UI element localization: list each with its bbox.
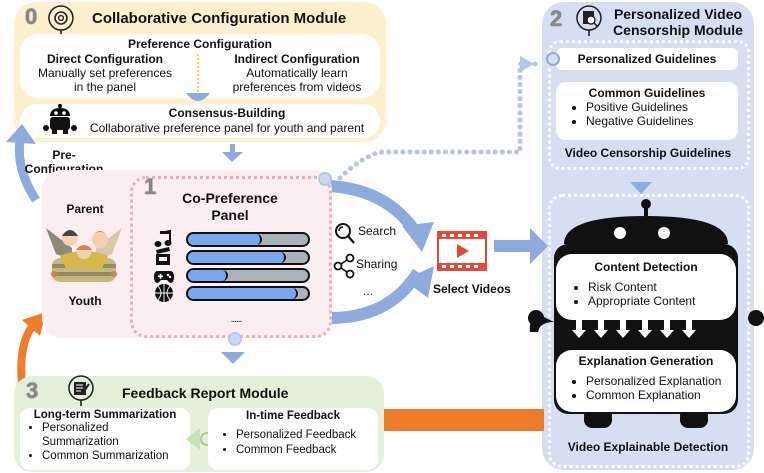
explanation-generation-box: Explanation Generation Personalized Expl…: [556, 350, 736, 412]
robot-icon: [43, 104, 77, 134]
youth-label: Youth: [68, 294, 102, 308]
panel-title-line2: Panel: [211, 207, 249, 223]
detection-dotted-frame: [548, 194, 750, 468]
in-time-feedback-title: In-time Feedback: [246, 410, 340, 422]
content-detection-item: Risk Content: [588, 280, 736, 294]
sharing-label[interactable]: Sharing: [356, 257, 398, 271]
content-detection-title: Content Detection: [594, 260, 698, 274]
direct-configuration-title: Direct Configuration: [47, 52, 163, 66]
long-term-item: Common Summarization: [42, 449, 190, 463]
direct-configuration: Direct Configuration Manually set prefer…: [30, 52, 180, 94]
module2-title-line2: Censorship Module: [613, 22, 743, 38]
common-guideline-item: Negative Guidelines: [586, 114, 738, 128]
long-term-summarization-title: Long-term Summarization: [33, 409, 177, 421]
down-arrow-head: [630, 182, 652, 194]
explanation-generation-item: Common Explanation: [586, 388, 736, 402]
preference-slider[interactable]: [186, 286, 310, 301]
down-arrow-head: [186, 93, 210, 101]
content-detection-item: Appropriate Content: [588, 294, 736, 308]
video-play-icon[interactable]: [434, 228, 490, 274]
panel-connector-bottom: [228, 332, 242, 346]
left-arrow-head: [186, 428, 200, 450]
co-preference-panel-title: Co-Preference Panel: [170, 190, 290, 224]
video-censorship-guidelines-caption: Video Censorship Guidelines: [564, 146, 732, 160]
family-illustration: [46, 228, 122, 282]
in-time-feedback-box: In-time Feedback Personalized Feedback C…: [208, 408, 378, 470]
basketball-icon: [155, 284, 173, 302]
preference-slider[interactable]: [186, 250, 310, 265]
music-note-icon: [154, 229, 172, 247]
preference-slider-fill: [188, 270, 228, 281]
panel-connector-top: [318, 172, 332, 186]
indirect-configuration-line2: preferences from videos: [232, 80, 362, 94]
module2-title-line1: Personalized Video: [613, 6, 743, 22]
in-time-feedback-item: Personalized Feedback: [236, 428, 378, 443]
connector-node: [546, 52, 560, 66]
preference-slider-fill: [188, 234, 263, 245]
report-edit-icon: [68, 375, 94, 406]
consensus-building-box: [20, 104, 380, 138]
preference-slider[interactable]: [186, 232, 310, 247]
module-number-0: 0: [25, 4, 38, 29]
explanation-generation-item: Personalized Explanation: [586, 374, 736, 388]
module0-title: Collaborative Configuration Module: [92, 10, 347, 27]
share-icon[interactable]: [333, 253, 356, 279]
guidelines-dotted-frame: [548, 40, 750, 170]
indirect-configuration-line1: Automatically learn: [246, 66, 348, 80]
common-guidelines-title: Common Guidelines: [588, 86, 706, 100]
indirect-configuration-title: Indirect Configuration: [234, 52, 360, 66]
dotted-divider: [197, 54, 199, 92]
indirect-configuration: Indirect Configuration Automatically lea…: [222, 52, 372, 94]
module-number-1: 1: [144, 174, 157, 199]
search-icon[interactable]: [334, 222, 356, 246]
clapperboard-icon: [156, 247, 170, 265]
module3-title: Feedback Report Module: [122, 385, 289, 401]
content-detection-box: Content Detection Risk Content Appropria…: [556, 254, 736, 320]
preference-slider-fill: [188, 252, 287, 263]
panel-title-line1: Co-Preference: [182, 190, 278, 206]
explanation-generation-title: Explanation Generation: [578, 354, 714, 368]
select-videos-label: Select Videos: [433, 282, 511, 296]
channels-more: ...: [363, 284, 374, 298]
pre-configuration-line1: Pre-: [52, 148, 76, 162]
direct-configuration-line2: in the panel: [73, 80, 137, 94]
panel-more-indicator: ......: [230, 314, 243, 325]
preference-configuration-box: [20, 34, 380, 98]
module-number-2: 2: [550, 6, 563, 31]
preference-configuration-title: Preference Configuration: [127, 37, 273, 51]
long-term-summarization-box: Long-term Summarization Personalized Sum…: [20, 408, 190, 470]
module-number-3: 3: [26, 378, 39, 403]
preference-slider-fill: [188, 288, 299, 299]
consensus-building-title: Consensus-Building: [168, 106, 286, 120]
personalized-guidelines: Personalized Guidelines: [556, 48, 738, 70]
search-label[interactable]: Search: [358, 224, 397, 238]
document-search-icon: [576, 5, 602, 36]
preference-slider[interactable]: [186, 268, 310, 283]
consensus-building-desc: Collaborative preference panel for youth…: [89, 121, 365, 135]
parent-label: Parent: [66, 202, 104, 216]
long-term-item: Personalized Summarization: [42, 421, 132, 449]
in-time-feedback-item: Common Feedback: [236, 443, 378, 458]
down-arrow-to-feedback: [221, 352, 245, 364]
module2-title: Personalized Video Censorship Module: [604, 6, 752, 38]
gamepad-icon: [154, 271, 174, 283]
common-guideline-item: Positive Guidelines: [586, 100, 738, 114]
direct-configuration-line1: Manually set preferences: [37, 66, 173, 80]
common-guidelines-box: Common Guidelines Positive Guidelines Ne…: [556, 82, 738, 140]
video-explainable-detection-caption: Video Explainable Detection: [567, 440, 729, 454]
